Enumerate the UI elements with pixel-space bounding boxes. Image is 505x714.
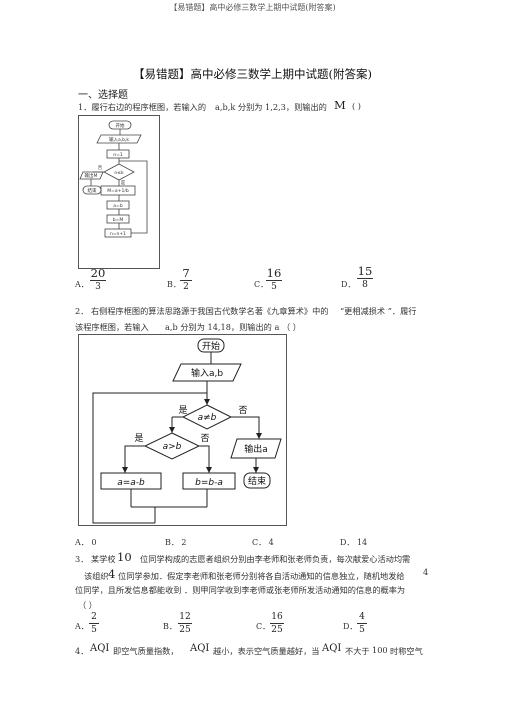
q2-fig-no1: 否	[238, 405, 247, 416]
q1-option-d-fraction: 15 8	[357, 265, 373, 290]
q3-line1-num: 10	[117, 550, 132, 564]
q1-fig-m: M=a+1/b	[107, 188, 129, 194]
q1-option-a-letter: A．	[75, 280, 89, 289]
q1-option-a-num: 20	[90, 266, 106, 280]
q3-option-a-letter: A．	[75, 622, 89, 631]
page-header: 【易错题】高中必修三数学上期中试题(附答案)	[169, 3, 336, 12]
q2-line2-b: a,b 分别为 14,18，则输出的 a （ ）	[165, 322, 301, 332]
q1-option-d-letter: D．	[341, 280, 356, 289]
q3-option-d-fraction: 4 5	[357, 612, 367, 635]
q3-option-c-letter: C．	[256, 622, 271, 631]
q3-option-a-num: 2	[91, 612, 97, 622]
q4-a: 4．	[75, 646, 89, 656]
q3-option-a-fraction: 2 5	[89, 612, 99, 635]
q3-option-d-num: 4	[359, 612, 365, 622]
q3-line4: （ ）	[78, 600, 97, 610]
q1-stem-c: ( )	[352, 101, 361, 111]
q2-fig-cond1: a≠b	[198, 413, 217, 423]
q2-fig-start: 开始	[202, 340, 220, 352]
section-heading: 一、选择题	[78, 90, 128, 101]
q1-fig-yes: 是	[121, 180, 126, 186]
q3-option-d-den: 5	[359, 625, 365, 635]
q2-fig-yes2: 是	[134, 433, 143, 444]
q1-option-c-letter: C．	[254, 280, 269, 289]
q2-fig-box-left: a=a-b	[117, 478, 145, 488]
q1-fig-cond: n≤k	[114, 170, 124, 176]
q4-aqi-3: AQI	[322, 643, 342, 654]
q1-stem-a: 1．履行右边的程序框图，若输入的	[78, 102, 207, 112]
q1-stem-b: a,b,k 分别为 1,2,3，则输出的	[215, 102, 327, 112]
q2-option-c: C． 4	[252, 538, 274, 547]
q2-line1-a: 2． 右侧程序框图的算法思路源于我国古代数学名著《九章算术》中的	[75, 306, 329, 316]
q1-option-c-den: 5	[271, 282, 277, 292]
q3-option-c-den: 25	[271, 625, 283, 635]
q3-option-b-den: 25	[179, 625, 191, 635]
q4-g: 不大于	[345, 646, 370, 656]
q1-fig-no: 否	[98, 165, 103, 171]
q2-flowchart: 开始 输入a,b a≠b 是 否 a>b 是 否 a=a-b b=b-a 输出a…	[78, 334, 287, 526]
q3-option-b-letter: B．	[163, 622, 177, 631]
q2-fig-box-right: b=b-a	[195, 478, 223, 488]
q1-option-d-num: 15	[357, 264, 373, 278]
q1-fig-input: 输入a,b,k	[109, 136, 129, 143]
q2-fig-no2: 否	[200, 433, 209, 444]
q3-line2-a: 该组织	[84, 571, 109, 581]
q4-e: 越小，表示空气质量越好，当	[213, 646, 320, 656]
q4-h: 100	[372, 645, 388, 655]
q1-option-c-num: 16	[266, 266, 282, 280]
q3-option-a-den: 5	[91, 625, 97, 635]
q2-fig-yes1: 是	[178, 405, 187, 416]
q4-aqi-2: AQI	[190, 643, 210, 654]
q1-flowchart: 开始 输入a,b,k n=1 n≤k M=a+1/b a=b b=M n=n+1…	[78, 115, 160, 269]
q1-option-b-letter: B．	[167, 280, 181, 289]
q1-fig-start: 开始	[116, 122, 125, 129]
q3-line3: 位同学，且所发信息都能收到 ．则甲同学收到李老师或张老师所发活动通知的信息的概率…	[75, 585, 406, 595]
q1-option-c-fraction: 16 5	[266, 267, 282, 292]
q4-i: 时称空气	[390, 646, 423, 656]
q3-line2-num: 4	[108, 567, 116, 581]
q2-fig-cond2: a>b	[163, 442, 182, 452]
q1-fig-end: 结束	[88, 187, 97, 194]
q2-fig-end: 结束	[248, 475, 266, 487]
q1-option-b-num: 7	[182, 266, 190, 280]
q2-fig-output: 输出a	[244, 443, 268, 455]
q1-fig-output: 输出M	[85, 172, 98, 179]
q3-option-c-num: 16	[271, 612, 283, 622]
q3-line1-a: 3． 某学校	[75, 554, 116, 564]
q3-option-d-letter: D．	[343, 622, 358, 631]
q3-line2-b: 位同学参加．假定李老师和张老师分别将各自活动通知的信息独立，随机地发给	[118, 571, 405, 581]
q1-option-d-den: 8	[362, 280, 368, 290]
q1-option-b-den: 2	[183, 282, 189, 292]
q1-fig-a: a=b	[113, 203, 123, 209]
q1-option-a-fraction: 20 3	[90, 267, 106, 292]
q2-line1-b: “更相减损术 ”．履行	[340, 306, 417, 316]
q1-option-a-den: 3	[95, 282, 101, 292]
q3-line1-b: 位同学构成的志愿者组织分别由李老师和张老师负责，每次献爱心活动均需	[140, 554, 411, 564]
q2-option-a: A． 0	[75, 538, 97, 547]
q2-line2-a: 该程序框图，若输入	[75, 322, 149, 332]
q3-option-c-fraction: 16 25	[270, 612, 284, 635]
q1-fig-n: n=n+1	[110, 231, 126, 237]
q4-c: 即空气质量指数，	[113, 646, 179, 656]
q2-option-d: D． 14	[340, 538, 368, 547]
q1-option-b-fraction: 7 2	[180, 267, 192, 292]
q4-aqi-1: AQI	[90, 643, 110, 654]
q3-line2-c: 4	[423, 567, 429, 577]
q1-fig-b: b=M	[113, 217, 124, 223]
q3-option-b-num: 12	[179, 612, 191, 622]
q1-stem-m: M	[334, 98, 346, 112]
q3-option-b-fraction: 12 25	[178, 612, 192, 635]
q2-option-b: B． 2	[165, 538, 187, 547]
page-title: 【易错题】高中必修三数学上期中试题(附答案)	[133, 67, 372, 81]
q2-fig-input: 输入a,b	[191, 367, 223, 379]
q1-fig-n1: n=1	[113, 152, 123, 158]
